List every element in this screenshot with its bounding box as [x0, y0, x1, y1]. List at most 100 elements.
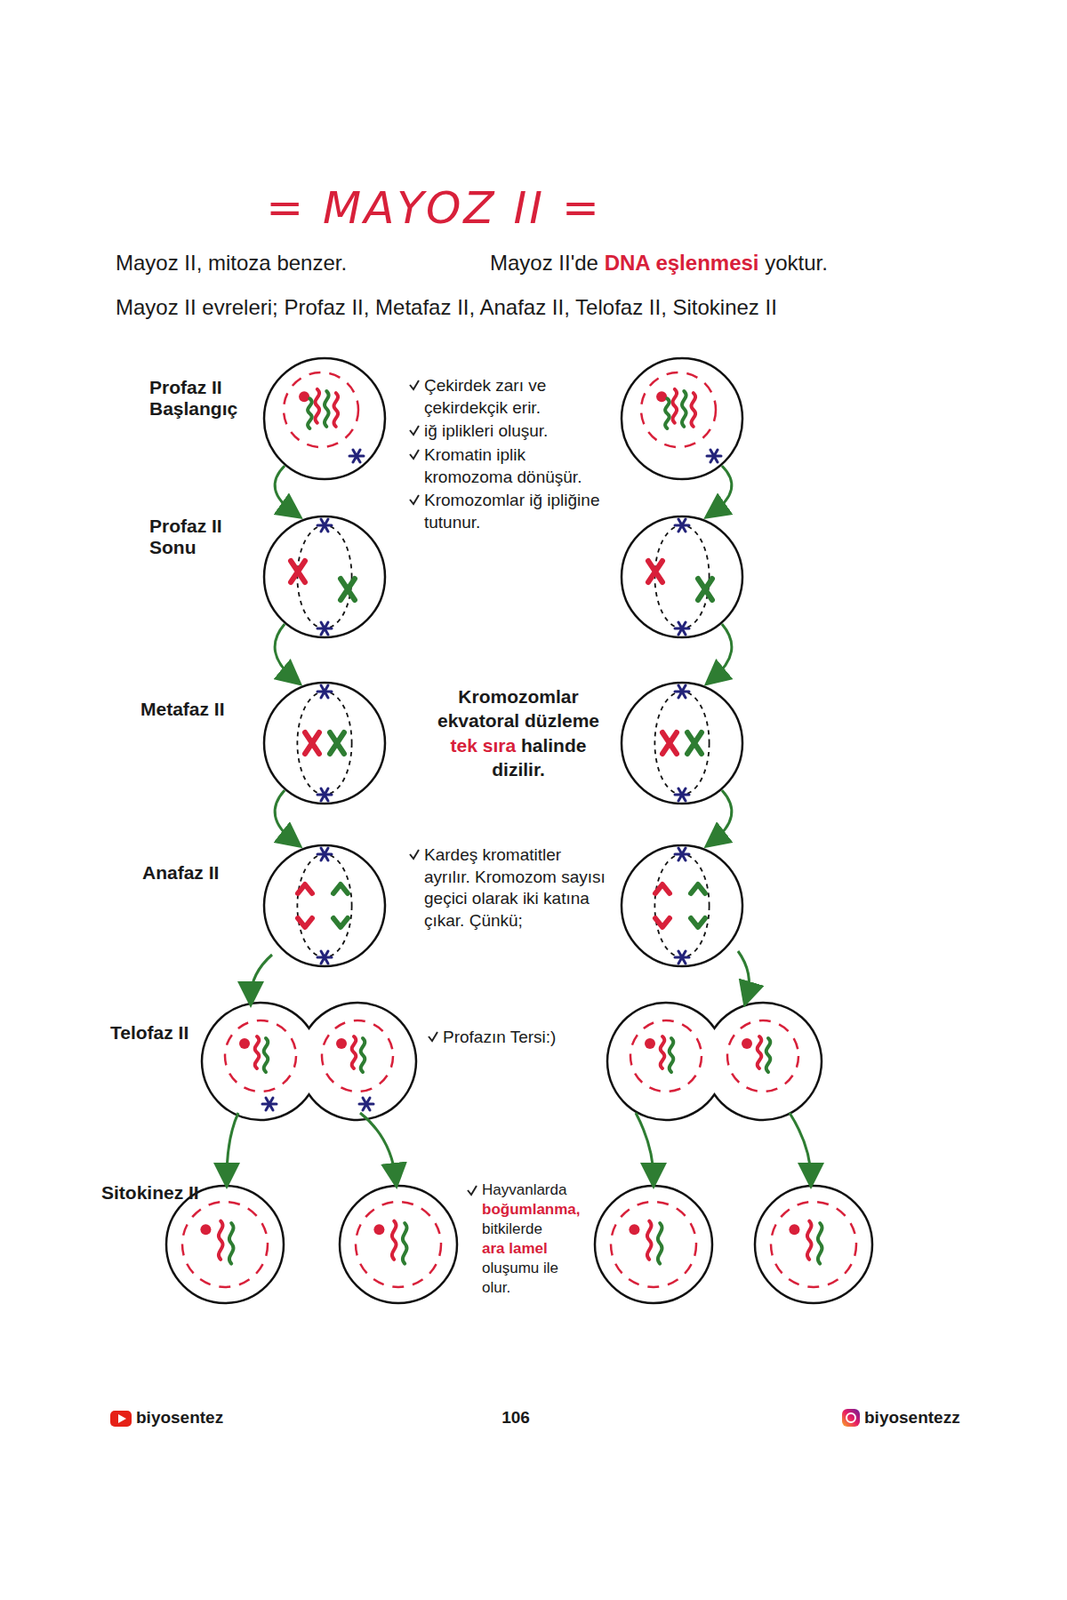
chromatin — [690, 393, 696, 427]
cell-membrane — [166, 1186, 284, 1304]
text-group: Kardeş kromatitler ayrılır. Kromozom say… — [408, 844, 609, 935]
text-label: Mayoz II, mitoza benzer. — [115, 250, 347, 275]
nuclear-envelope — [224, 1020, 297, 1092]
nucleolus — [239, 1038, 250, 1050]
centriole — [362, 1098, 370, 1111]
text-label: Kardeş kromatitler ayrılır. Kromozom say… — [424, 844, 609, 933]
check-mark — [465, 1184, 479, 1197]
nucleolus — [656, 391, 667, 402]
check-mark — [408, 424, 421, 437]
chromatin — [807, 1221, 812, 1260]
centriole — [678, 788, 686, 802]
cell-membrane — [339, 1186, 458, 1304]
text-group: Telofaz II — [110, 1022, 191, 1044]
nucleolus — [788, 1224, 800, 1236]
text-group: Anafaz II — [142, 862, 232, 884]
text-group: = MAYOZ II = — [265, 182, 602, 234]
nuclear-envelope — [321, 1020, 394, 1092]
cell-membrane — [621, 682, 743, 804]
check-stroke — [428, 1032, 438, 1042]
text-group: Mayoz II evreleri; Profaz II, Metafaz II… — [115, 295, 778, 321]
chromatid — [333, 918, 348, 928]
text-group: Profaz II Sonu — [149, 515, 239, 559]
flow-arrow — [274, 465, 295, 514]
bullet-row: Kardeş kromatitler ayrılır. Kromozom say… — [408, 844, 609, 933]
centriole — [678, 848, 686, 861]
centriole — [678, 622, 686, 635]
text-group: biyosentezz — [864, 1408, 961, 1429]
nuclear-envelope — [182, 1202, 268, 1288]
text-label: tek sıra — [450, 735, 517, 756]
nucleolus — [741, 1038, 753, 1050]
cell-membrane — [264, 358, 386, 480]
text-label: Profaz II Sonu — [149, 515, 239, 559]
chromosome — [662, 732, 677, 755]
chromatid — [690, 884, 706, 894]
dividing-cell — [607, 1002, 822, 1121]
check-mark — [408, 448, 421, 461]
bullet-row: Profazın Tersi:) — [426, 1026, 596, 1050]
flow-arrow — [712, 790, 732, 843]
chromosome — [329, 732, 345, 755]
text-label: Metafaz II — [140, 698, 239, 721]
centriole — [678, 848, 686, 861]
note-column: Hayvanlardaboğumlanma,bitkilerdeara lame… — [481, 1180, 591, 1300]
check-stroke — [467, 1186, 477, 1196]
chromatin — [681, 391, 687, 427]
chromatid — [655, 918, 670, 928]
text-label: Hayvanlarda — [481, 1180, 591, 1201]
centriole — [265, 1098, 273, 1111]
centriole — [320, 951, 329, 964]
chromatin — [333, 393, 338, 427]
text-group: Çekirdek zarı ve çekirdekçik erir.iğ ipl… — [408, 375, 613, 537]
instagram-icon — [842, 1409, 860, 1428]
chromatin — [402, 1223, 408, 1265]
text-group: Sitokinez II — [101, 1182, 200, 1204]
check-mark — [426, 1030, 440, 1043]
nucleolus — [628, 1224, 640, 1236]
flow-arrow — [789, 1113, 811, 1180]
centriole — [710, 449, 718, 463]
chromatin — [314, 389, 320, 424]
text-label: DNA eşlenmesi — [604, 250, 760, 275]
chromosome — [290, 561, 305, 583]
chromosome — [340, 578, 355, 601]
nuclear-envelope — [283, 372, 359, 448]
check-stroke — [409, 380, 419, 390]
chromatid — [333, 884, 348, 894]
text-label: biyosentezz — [864, 1408, 961, 1429]
text-label: Profaz II Başlangıç — [149, 377, 248, 420]
youtube-play — [118, 1414, 127, 1424]
centriole — [320, 848, 329, 861]
flow-arrow — [712, 624, 732, 680]
nuclear-envelope — [770, 1202, 857, 1288]
flow-arrow — [738, 951, 749, 998]
flow-arrow — [274, 790, 295, 843]
text-label: Sitokinez II — [101, 1182, 200, 1204]
cell-membrane — [621, 845, 743, 967]
chromatin — [669, 1038, 674, 1073]
cell-membrane — [594, 1186, 713, 1304]
dividing-cell — [201, 1002, 417, 1121]
bullet-row: Hayvanlardaboğumlanma,bitkilerdeara lame… — [465, 1180, 591, 1300]
spindle-fibers — [296, 854, 352, 958]
nuclear-envelope — [630, 1020, 702, 1092]
nuclear-envelope — [610, 1202, 697, 1288]
text-group: Mayoz II, mitoza benzer. — [115, 250, 347, 276]
chromatid — [690, 918, 706, 928]
nucleolus — [644, 1038, 656, 1050]
check-mark — [408, 493, 421, 506]
check-stroke — [409, 850, 419, 859]
centriole — [320, 622, 329, 635]
centriole — [678, 519, 686, 532]
cell-membrane — [621, 516, 743, 638]
cell-drawings — [110, 358, 873, 1428]
centriole — [678, 519, 686, 532]
text-label: = MAYOZ II = — [265, 182, 602, 234]
bullet-row: Kromatin iplik kromozoma dönüşür. — [408, 444, 613, 489]
cell-membrane — [264, 516, 386, 638]
check-stroke — [409, 495, 419, 505]
centriole — [320, 519, 329, 532]
text-group: Hayvanlardaboğumlanma,bitkilerdeara lame… — [465, 1180, 591, 1301]
